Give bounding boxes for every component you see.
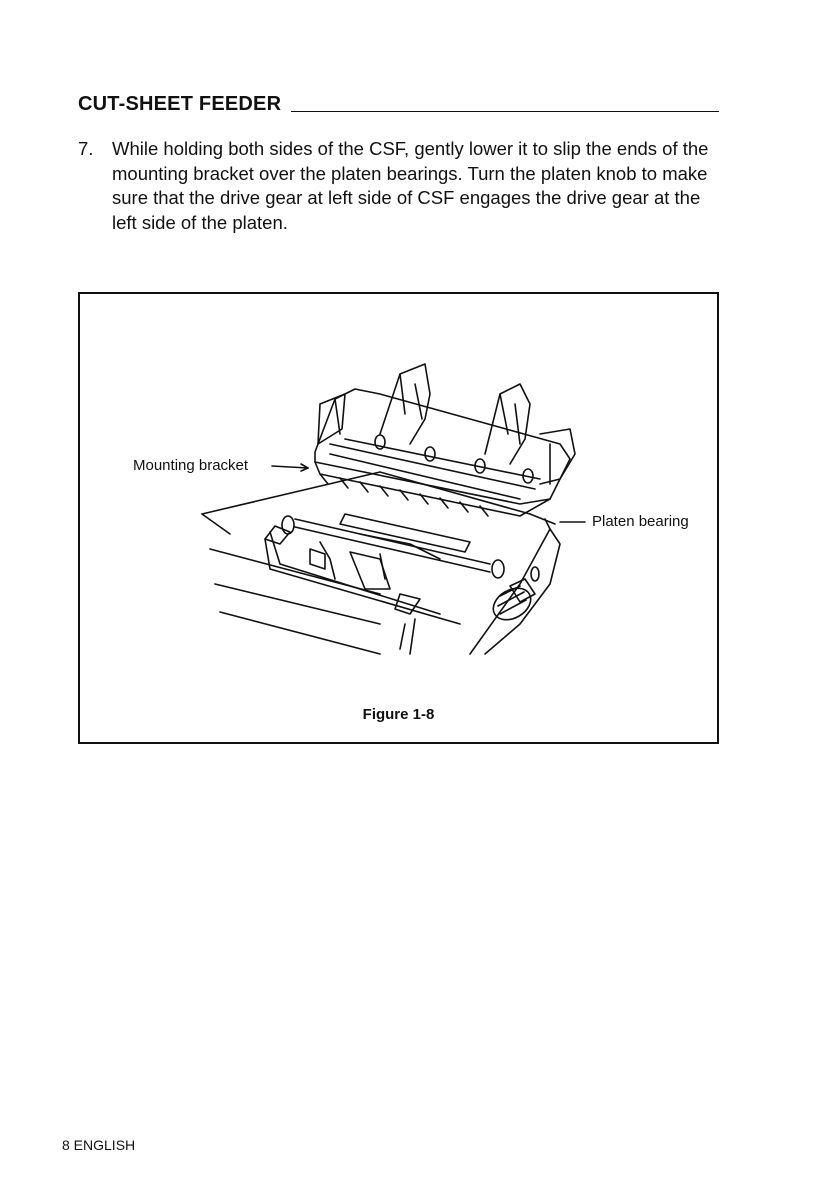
step-number: 7. xyxy=(78,138,94,159)
cut-sheet-feeder xyxy=(314,363,576,517)
callout-leaders xyxy=(271,463,586,523)
platen-area xyxy=(264,513,536,615)
section-title: CUT-SHEET FEEDER xyxy=(78,93,282,115)
printer-body xyxy=(201,471,561,655)
figure-caption: Figure 1-8 xyxy=(362,706,435,723)
section-header: CUT-SHEET FEEDER xyxy=(78,88,719,118)
step-text: While holding both sides of the CSF, gen… xyxy=(112,138,709,233)
platen-knob xyxy=(492,566,540,621)
printer-with-cut-sheet-feeder-illustration xyxy=(201,363,586,655)
figure-frame: Mounting bracket Platen bearing Figure 1… xyxy=(78,292,719,744)
callout-platen-bearing: Platen bearing xyxy=(592,513,689,530)
callout-mounting-bracket: Mounting bracket xyxy=(133,457,249,474)
page-footer: 8 ENGLISH xyxy=(62,1137,136,1153)
section-rule xyxy=(291,111,719,112)
